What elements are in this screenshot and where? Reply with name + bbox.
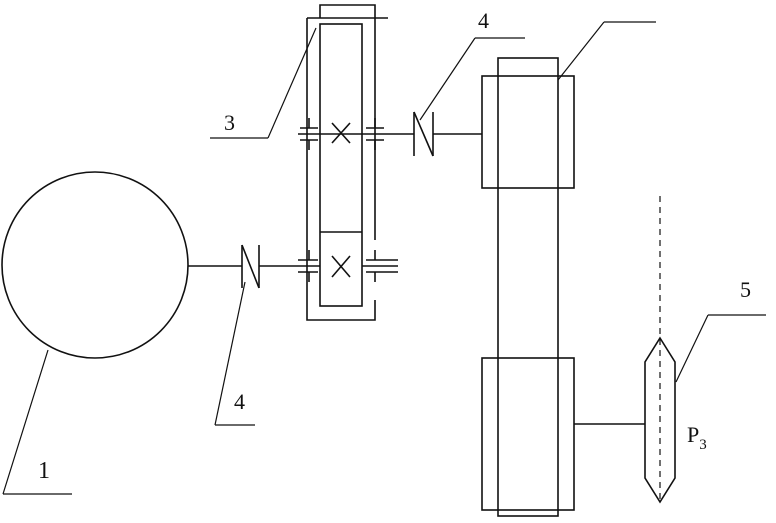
motor-label: 1 <box>38 458 50 484</box>
driven-pulley <box>481 357 575 511</box>
gearbox-casing-top <box>319 4 376 18</box>
coupling-upper: 4 <box>413 8 525 157</box>
coupling-lower-label: 4 <box>234 389 245 414</box>
belt <box>497 57 559 517</box>
power-label: P3 <box>687 422 707 453</box>
drive-pulley <box>481 75 575 189</box>
sprocket: 5 P3 <box>644 196 766 504</box>
belt-drive <box>481 21 656 517</box>
coupling-upper-leader <box>419 37 476 121</box>
motor-leader-line <box>2 349 49 495</box>
sprocket-leader <box>675 314 709 383</box>
coupling-upper-label: 4 <box>478 8 489 33</box>
gearbox: 3 <box>210 4 414 321</box>
gearbox-casing-outer <box>306 18 376 321</box>
gearbox-label: 3 <box>224 110 235 135</box>
motor-circle <box>1 171 189 359</box>
gearbox-leader <box>267 27 317 139</box>
sprocket-label: 5 <box>740 277 751 302</box>
sprocket-body <box>644 336 676 504</box>
gear-pair <box>319 23 363 307</box>
coupling-lower-leader <box>214 281 246 426</box>
motor: 1 <box>1 171 242 495</box>
coupling-lower: 4 <box>214 244 320 426</box>
belt-leader <box>557 21 605 81</box>
